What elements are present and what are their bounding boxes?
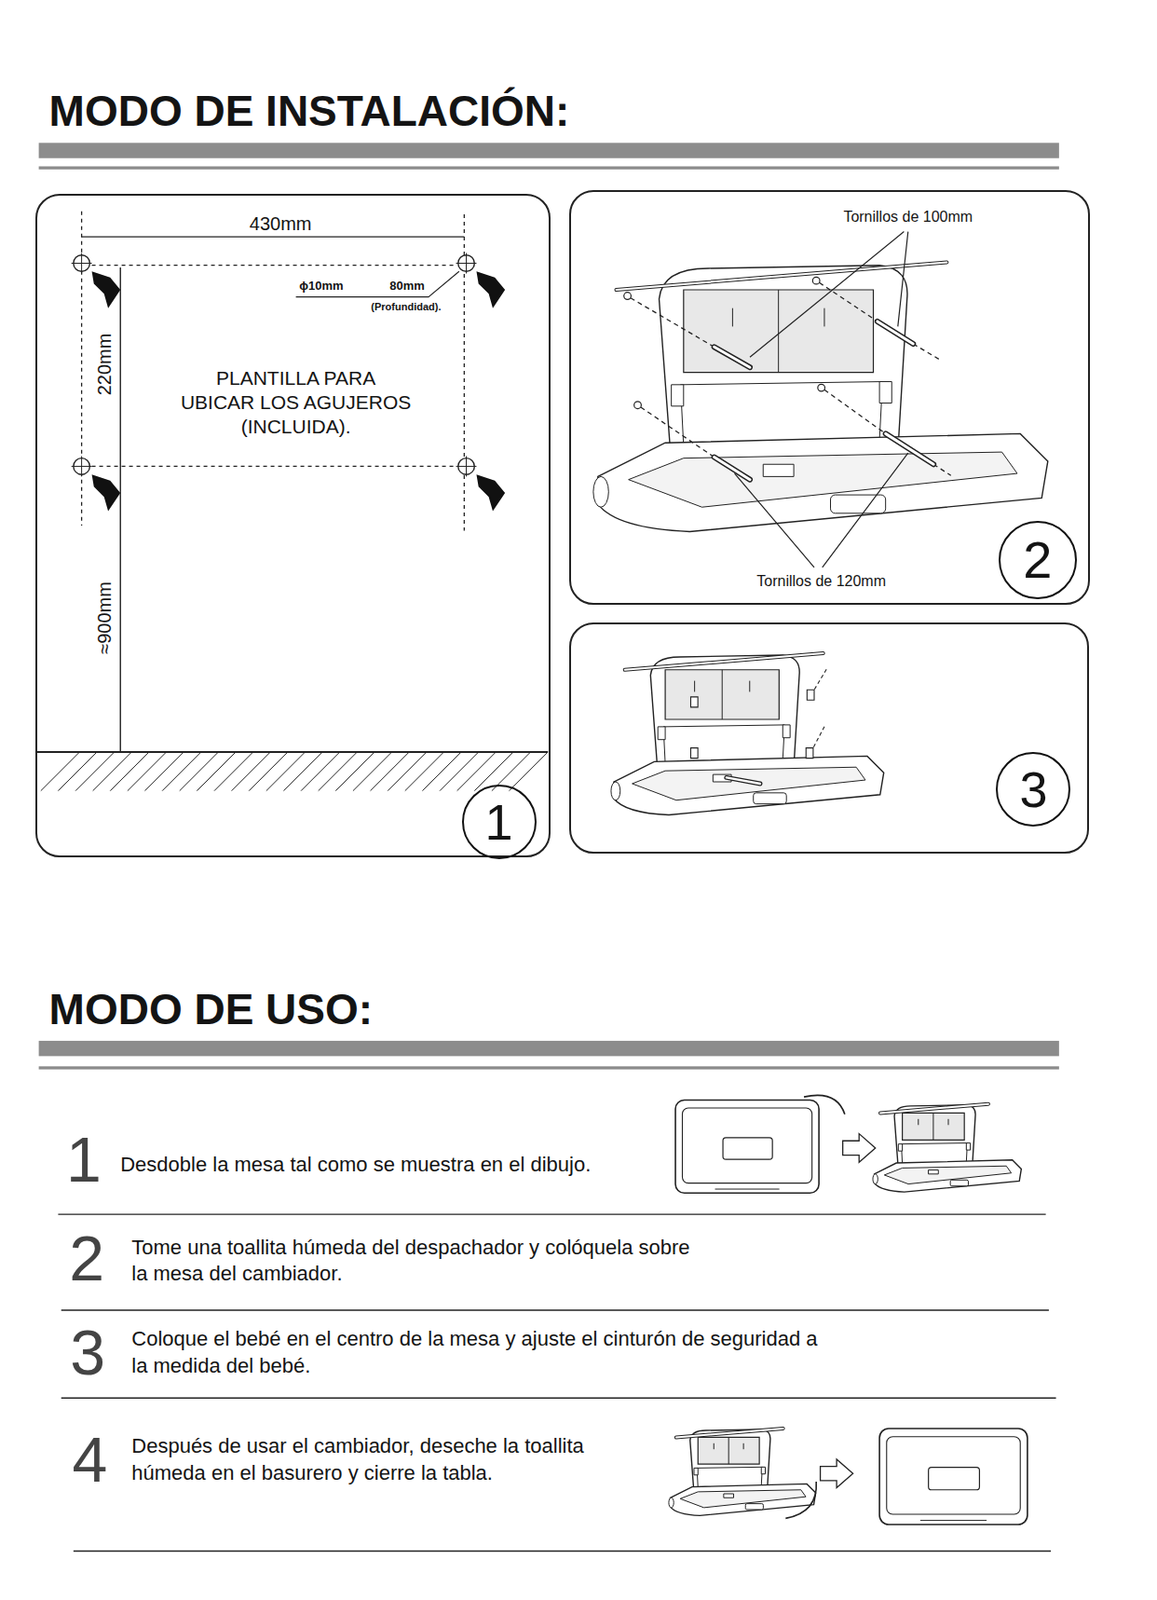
step-panel: 3 xyxy=(569,622,1089,854)
dimension: 430mm xyxy=(249,211,313,236)
step-panel: Tornillos de 100mmTornillos de 120mm 2 xyxy=(569,190,1090,606)
step-number: 3 xyxy=(69,1320,106,1384)
template-drawing xyxy=(35,211,548,791)
step-text: Coloque el bebé en el centro de la mesa … xyxy=(131,1326,821,1380)
dimension: 80mm xyxy=(389,277,425,294)
usage-drawings xyxy=(57,1094,1056,1551)
mounting-drawing xyxy=(593,231,1049,568)
step-text: Desdoble la mesa tal como se muestra en … xyxy=(120,1150,591,1178)
step-text: Después de usar el cambiador, deseche la… xyxy=(131,1433,663,1487)
section-heading: MODO DE USO: xyxy=(49,981,374,1038)
heading-bars xyxy=(39,142,1060,1069)
screw-callout: Tornillos de 100mm xyxy=(843,207,973,228)
page-title: MODO DE INSTALACIÓN: xyxy=(49,84,571,141)
step-number: 3 xyxy=(995,751,1071,827)
step-number: 2 xyxy=(998,520,1077,599)
step-number: 4 xyxy=(71,1427,108,1491)
dimension: ≈900mm xyxy=(92,581,117,654)
dimension: ϕ10mm xyxy=(299,277,343,294)
step-number: 1 xyxy=(66,1127,102,1191)
dimension-note: (Profundidad). xyxy=(370,299,441,313)
dimension: 220mm xyxy=(92,333,117,396)
template-note: PLANTILLA PARA UBICAR LOS AGUJEROS (INCL… xyxy=(176,365,415,439)
step-number: 1 xyxy=(462,784,537,859)
step-number: 2 xyxy=(68,1225,105,1290)
screw-callout: Tornillos de 120mm xyxy=(756,571,886,592)
step-panel: PLANTILLA PARA UBICAR LOS AGUJEROS (INCL… xyxy=(35,193,551,858)
fixing-drawing xyxy=(611,653,885,815)
step-text: Tome una toallita húmeda del despachador… xyxy=(131,1234,700,1288)
